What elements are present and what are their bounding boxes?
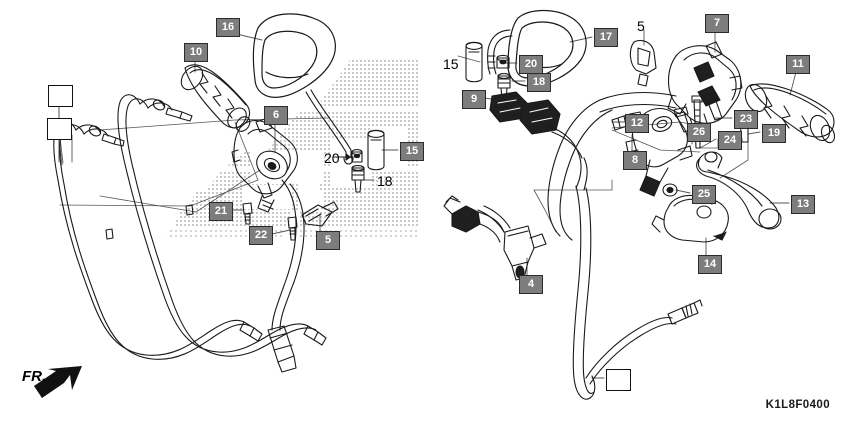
right-switch-connector bbox=[519, 99, 561, 135]
callout-23[interactable]: 23 bbox=[734, 110, 758, 129]
callout-21[interactable]: 21 bbox=[209, 202, 233, 221]
label-5-right: 5 bbox=[637, 18, 645, 34]
callout-blank-a[interactable] bbox=[47, 118, 72, 140]
part-16-mirror-stem bbox=[305, 89, 354, 165]
callout-blank-b[interactable] bbox=[48, 85, 73, 107]
callout-5-left[interactable]: 5 bbox=[316, 231, 340, 250]
label-18-left: 18 bbox=[377, 173, 393, 189]
part-5-left-clamp bbox=[301, 201, 339, 227]
callout-12[interactable]: 12 bbox=[625, 114, 649, 133]
right-harness bbox=[443, 195, 505, 243]
callout-4[interactable]: 4 bbox=[519, 275, 543, 294]
callout-11[interactable]: 11 bbox=[786, 55, 810, 74]
callout-18-right[interactable]: 18 bbox=[527, 73, 551, 92]
part-5-right-clamp bbox=[629, 39, 657, 87]
part-18-left-stud bbox=[351, 165, 365, 193]
callout-14[interactable]: 14 bbox=[698, 255, 722, 274]
callout-6[interactable]: 6 bbox=[264, 106, 288, 125]
callout-24[interactable]: 24 bbox=[718, 131, 742, 150]
callout-10[interactable]: 10 bbox=[184, 43, 208, 62]
leader-lines-right bbox=[457, 29, 797, 379]
part-23-bolt bbox=[703, 92, 723, 121]
callout-25[interactable]: 25 bbox=[692, 185, 716, 204]
part-13-clutch-lever bbox=[696, 151, 782, 230]
handlebar-tube bbox=[547, 92, 677, 241]
right-switch-wires bbox=[575, 151, 588, 191]
part-4-clutch-switch bbox=[477, 205, 547, 281]
callout-7[interactable]: 7 bbox=[705, 14, 729, 33]
part-22-bolt bbox=[287, 216, 298, 241]
part-21-bolt bbox=[242, 202, 253, 225]
part-6-harness bbox=[271, 179, 305, 331]
part-25-nut bbox=[662, 183, 678, 197]
clutch-cable bbox=[572, 185, 703, 400]
part-14-lever-holder bbox=[651, 194, 729, 243]
part-9-connector-detail bbox=[497, 99, 521, 113]
part-16-mirror bbox=[252, 13, 336, 98]
part-20-right-nut bbox=[496, 54, 510, 69]
throttle-cables bbox=[53, 94, 327, 360]
fr-direction-label: FR. bbox=[22, 368, 47, 385]
callout-16[interactable]: 16 bbox=[216, 18, 240, 37]
part-6-switch-housing bbox=[231, 117, 298, 213]
callout-blank-c[interactable] bbox=[606, 369, 631, 391]
part-20-left-nut bbox=[333, 149, 363, 163]
harness-connector bbox=[267, 325, 297, 373]
label-15-right: 15 bbox=[443, 56, 459, 72]
part-number: K1L8F0400 bbox=[765, 399, 830, 411]
part-15-right-cap bbox=[465, 41, 483, 83]
callout-8[interactable]: 8 bbox=[623, 151, 647, 170]
callout-19[interactable]: 19 bbox=[762, 124, 786, 143]
part-11-grip bbox=[744, 83, 836, 144]
callout-17[interactable]: 17 bbox=[594, 28, 618, 47]
callout-26[interactable]: 26 bbox=[687, 123, 711, 142]
part-12-lever-bracket bbox=[625, 107, 693, 197]
part-7-switch-housing bbox=[667, 41, 743, 131]
label-20-left: 20 bbox=[324, 150, 340, 166]
callout-20-right[interactable]: 20 bbox=[519, 55, 543, 74]
callout-15-left[interactable]: 15 bbox=[400, 142, 424, 161]
callout-9[interactable]: 9 bbox=[462, 90, 486, 109]
callout-13[interactable]: 13 bbox=[791, 195, 815, 214]
callout-22[interactable]: 22 bbox=[249, 226, 273, 245]
part-15-left-cap bbox=[367, 129, 385, 171]
part-17-mirror-stem bbox=[487, 29, 513, 75]
